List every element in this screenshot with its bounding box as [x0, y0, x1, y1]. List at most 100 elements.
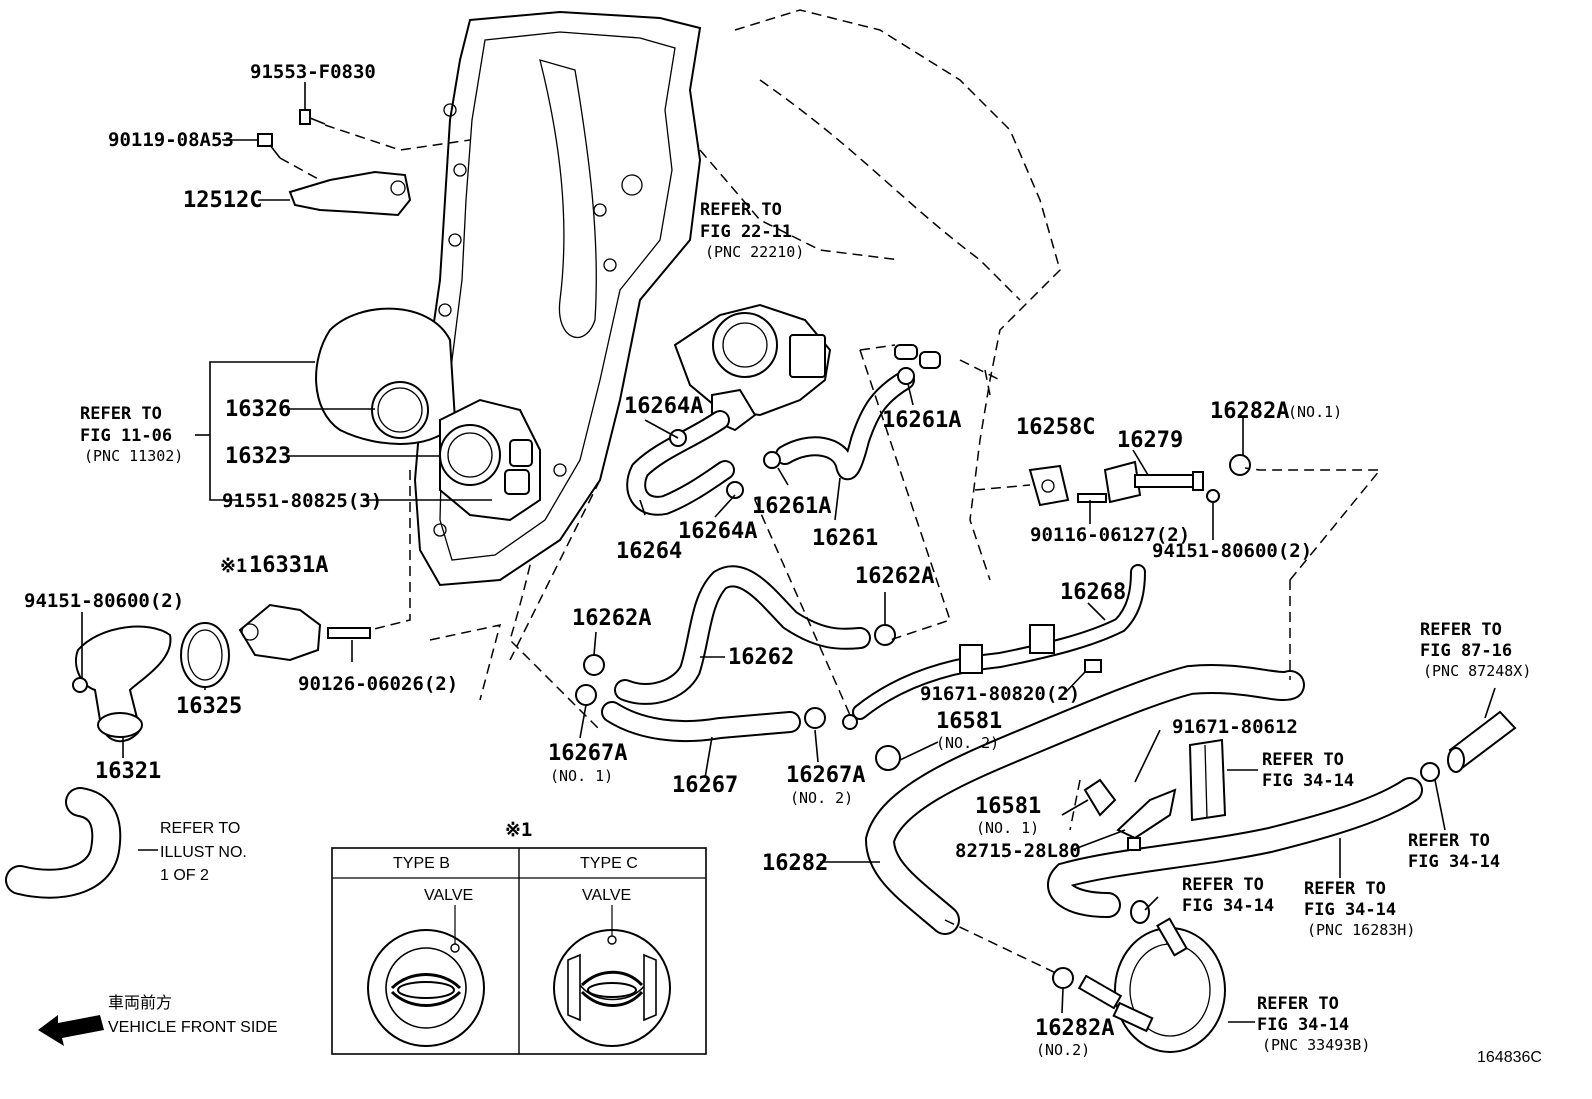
front-label-japanese: 車両前方 — [108, 994, 172, 1012]
table-header-type-b: TYPE B — [393, 855, 450, 872]
ref-34-14-e-pnc: (PNC 33493B) — [1262, 1036, 1370, 1054]
ref-34-14-d-line1: REFER TO — [1304, 879, 1386, 899]
pipe-87248x — [1447, 710, 1517, 773]
ref-34-14-d-pnc: (PNC 16283H) — [1307, 921, 1415, 939]
valve-label-c: VALVE — [582, 887, 631, 904]
label-91671-80820: 91671-80820(2) — [920, 683, 1080, 705]
thermostat-type-table — [331, 847, 707, 1055]
label-16581-mid: 16581 — [975, 794, 1041, 819]
label-16267a-left: 16267A — [548, 741, 627, 766]
label-16258c: 16258C — [1016, 415, 1095, 440]
ref-34-14-a-line2: FIG 34-14 — [1262, 771, 1354, 791]
label-16267a-left-note: (NO. 1) — [550, 767, 613, 785]
water-pump-housing — [315, 307, 457, 445]
label-16262: 16262 — [728, 645, 794, 670]
label-16581-top: 16581 — [936, 709, 1002, 734]
label-91671-80612: 91671-80612 — [1172, 716, 1298, 738]
bracket-82715 — [1116, 788, 1177, 840]
throttle-body — [673, 303, 832, 432]
hose-illustration-left — [5, 787, 122, 899]
ref-87-16-line1: REFER TO — [1420, 620, 1502, 640]
ref-34-14-b-line1: REFER TO — [1408, 831, 1490, 851]
water-inlet-housing — [439, 398, 541, 522]
guide-lines — [279, 124, 1382, 976]
label-16262a-left: 16262A — [572, 606, 651, 631]
label-16282: 16282 — [762, 851, 828, 876]
stud-90126 — [327, 627, 371, 639]
label-16267: 16267 — [672, 773, 738, 798]
stud-90116 — [1077, 493, 1107, 503]
hose-16262 — [614, 565, 871, 705]
label-16261a-top: 16261A — [882, 408, 961, 433]
figure-id: 164836C — [1477, 1049, 1542, 1066]
ref-34-14-d-line2: FIG 34-14 — [1304, 900, 1396, 920]
label-16264: 16264 — [616, 539, 682, 564]
bracket-34-14 — [1188, 738, 1227, 822]
ref-11-06-line2: FIG 11-06 — [80, 426, 172, 446]
table-asterisk1: ※1 — [505, 819, 532, 841]
label-94151-right: 94151-80600(2) — [1152, 540, 1312, 562]
bolt-91671-80820 — [1084, 659, 1102, 673]
label-90116: 90116-06127(2) — [1030, 524, 1190, 546]
label-16261: 16261 — [812, 526, 878, 551]
label-16581-mid-note: (NO. 1) — [976, 819, 1039, 837]
ref-22-11-line2: FIG 22-11 — [700, 222, 792, 242]
thermostat-type-b-drawing — [367, 905, 485, 1047]
ref-34-14-c-line1: REFER TO — [1182, 875, 1264, 895]
thermostat-type-c-drawing — [553, 905, 671, 1047]
leader-lines — [81, 82, 1496, 1023]
label-16261a-mid: 16261A — [752, 494, 831, 519]
label-90126: 90126-06026(2) — [298, 673, 458, 695]
label-16321: 16321 — [95, 759, 161, 784]
ref-34-14-e-line2: FIG 34-14 — [1257, 1015, 1349, 1035]
vehicle-front-arrow-icon — [38, 1015, 104, 1046]
bolt-90119 — [257, 133, 281, 159]
gasket-16258c — [1028, 464, 1070, 507]
engine-bracket — [288, 170, 412, 217]
valve-label-b: VALVE — [424, 887, 473, 904]
label-16262a-right: 16262A — [855, 564, 934, 589]
hose-16267 — [601, 701, 801, 743]
ref-22-11-pnc: (PNC 22210) — [705, 243, 804, 261]
label-16282a-bottom: 16282A — [1035, 1016, 1114, 1041]
ref-34-14-e-line1: REFER TO — [1257, 994, 1339, 1014]
clamps — [575, 367, 1440, 989]
thermostat-16331a — [238, 603, 322, 662]
hose-16283h — [1047, 777, 1423, 918]
ref-87-16-pnc: (PNC 87248X) — [1423, 662, 1531, 680]
label-16581-top-note: (NO. 2) — [936, 734, 999, 752]
ref-34-14-b-line2: FIG 34-14 — [1408, 852, 1500, 872]
label-16282a-top: 16282A — [1210, 399, 1289, 424]
front-label-english: VEHICLE FRONT SIDE — [108, 1019, 278, 1036]
label-16268: 16268 — [1060, 580, 1126, 605]
label-91551: 91551-80825(3) — [222, 490, 382, 512]
water-inlet-16321 — [72, 625, 172, 743]
ref-22-11-line1: REFER TO — [700, 200, 782, 220]
ref-11-06-line1: REFER TO — [80, 404, 162, 424]
label-90119: 90119-08A53 — [108, 129, 234, 151]
ref-34-14-a-line1: REFER TO — [1262, 750, 1344, 770]
gasket-16325 — [180, 622, 230, 688]
label-91553: 91553-F0830 — [250, 61, 376, 83]
label-16326: 16326 — [225, 397, 291, 422]
ref-illust-line2: ILLUST NO. — [160, 844, 247, 861]
nut-94151-right — [1206, 489, 1220, 503]
label-16323: 16323 — [225, 444, 291, 469]
ref-34-14-c-line2: FIG 34-14 — [1182, 896, 1274, 916]
label-16282a-bottom-note: (NO.2) — [1036, 1041, 1090, 1059]
label-16279: 16279 — [1117, 428, 1183, 453]
label-asterisk1: ※1 — [220, 555, 247, 577]
ref-illust-line1: REFER TO — [160, 820, 240, 837]
clip-16581-no1 — [1083, 778, 1117, 817]
bolt-91671-80612 — [1127, 837, 1141, 851]
hose-16268 — [852, 564, 1146, 720]
label-16264a-top: 16264A — [624, 394, 703, 419]
label-16282a-top-note: (NO.1) — [1288, 403, 1342, 421]
label-16264a-bottom: 16264A — [678, 519, 757, 544]
ref-illust-line3: 1 OF 2 — [160, 867, 209, 884]
label-12512c: 12512C — [183, 188, 262, 213]
ref-11-06-pnc: (PNC 11302) — [84, 447, 183, 465]
label-82715: 82715-28L80 — [955, 840, 1081, 862]
bypass-pipe-16279 — [1103, 460, 1204, 504]
